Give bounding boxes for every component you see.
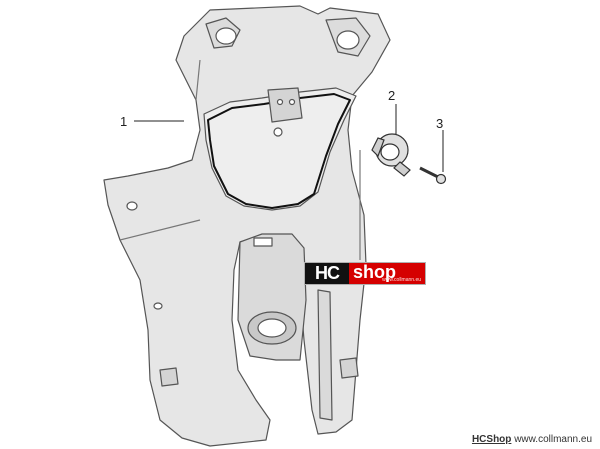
watermark-url: www.collmann.eu [514, 434, 592, 445]
shop-watermark: HCShop www.collmann.eu [472, 434, 592, 445]
leader-lines [134, 104, 444, 172]
badge-hc-text: HC [305, 263, 349, 284]
ignition-lock-cover [371, 133, 411, 177]
callout-1-label: 1 [120, 114, 128, 129]
callout-2-label: 2 [388, 88, 396, 103]
screw [419, 166, 447, 185]
badge-small-url: www.collmann.eu [382, 277, 421, 283]
badge-shop-area: shop www.collmann.eu [349, 263, 425, 284]
leg-shield-panel [103, 5, 391, 447]
callout-3-label: 3 [436, 116, 444, 131]
badge-shop-text: shop [353, 262, 396, 282]
hc-shop-badge: HC shop www.collmann.eu [304, 262, 426, 285]
watermark-brand: HCShop [471, 434, 512, 445]
